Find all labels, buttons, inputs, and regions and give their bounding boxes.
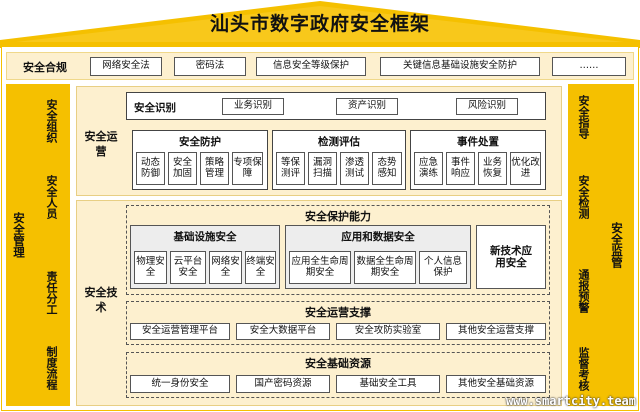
opsupport-item-other: 其他安全运营支撑 <box>446 323 546 340</box>
infra-item-network: 网络安全 <box>209 251 242 284</box>
resources-item-identity: 统一身份安全 <box>130 375 230 393</box>
newtech-box: 新技术应用安全 <box>476 225 546 289</box>
identify-item-asset: 资产识别 <box>336 98 398 115</box>
supervision-item-guidance: 安全指导 <box>577 95 590 139</box>
management-item-org: 安全组织 <box>45 99 58 143</box>
detect-item-3: 渗透测试 <box>340 152 369 185</box>
infra-label: 基础设施安全 <box>173 231 237 243</box>
page-title: 汕头市数字政府安全框架 <box>209 13 430 35</box>
respond-label: 事件处置 <box>457 136 499 148</box>
identify-item-risk: 风险识别 <box>456 98 518 115</box>
protect-item-1: 动态防御 <box>136 152 165 185</box>
opsupport-item-lab: 安全攻防实验室 <box>336 323 440 340</box>
respond-item-1: 应急演练 <box>414 152 443 185</box>
appdata-item-data-lifecycle: 数据全生命周期安全 <box>354 251 416 284</box>
detect-item-2: 漏洞扫描 <box>308 152 337 185</box>
identify-item-business: 业务识别 <box>222 98 284 115</box>
operations-label: 安全运营 <box>84 130 118 158</box>
detect-item-1: 等保测评 <box>276 152 305 185</box>
supervision-item-detection: 安全检测 <box>577 175 590 219</box>
resources-item-tools: 基础安全工具 <box>336 375 440 393</box>
detect-item-4: 态势感知 <box>372 152 402 185</box>
management-item-responsibility: 责任分工 <box>45 271 58 315</box>
respond-item-3: 业务恢复 <box>478 152 507 185</box>
infra-item-terminal: 终端安全 <box>245 251 276 284</box>
opsupport-label: 安全运营支撑 <box>305 306 371 319</box>
watermark: www.smartcity.team <box>505 394 636 408</box>
compliance-item-cryptography-law: 密码法 <box>174 57 246 76</box>
supervision-item-warning: 通报预警 <box>577 269 590 313</box>
respond-item-4: 优化改进 <box>510 152 541 185</box>
appdata-label: 应用和数据安全 <box>341 231 415 243</box>
management-item-process: 制度流程 <box>45 346 58 390</box>
compliance-item-ciip: 关键信息基础设施安全防护 <box>380 57 540 76</box>
opsupport-item-platform: 安全运营管理平台 <box>130 323 230 340</box>
compliance-item-cybersecurity-law: 网络安全法 <box>90 57 162 76</box>
protect-item-3: 策略管理 <box>200 152 229 185</box>
infra-item-cloud: 云平台安全 <box>170 251 206 284</box>
supervision-column <box>568 84 634 406</box>
technology-label: 安全技术 <box>84 286 118 314</box>
management-label: 安全管理 <box>12 212 26 258</box>
protect-item-4: 专项保障 <box>232 152 263 185</box>
identify-label: 安全识别 <box>134 102 176 114</box>
respond-item-2: 事件响应 <box>446 152 475 185</box>
supervision-item-assessment: 监督考核 <box>577 347 590 391</box>
roof-banner <box>0 1 640 48</box>
capability-label: 安全保护能力 <box>305 210 371 223</box>
detect-label: 检测评估 <box>318 136 360 148</box>
resources-item-crypto: 国产密码资源 <box>236 375 330 393</box>
infra-item-physical: 物理安全 <box>134 251 167 284</box>
compliance-item-mlps: 信息安全等级保护 <box>256 57 366 76</box>
appdata-item-app-lifecycle: 应用全生命周期安全 <box>289 251 351 284</box>
opsupport-item-bigdata: 安全大数据平台 <box>236 323 330 340</box>
compliance-label: 安全合规 <box>23 61 67 74</box>
management-item-personnel: 安全人员 <box>45 175 58 219</box>
protect-item-2: 安全加固 <box>168 152 197 185</box>
protect-label: 安全防护 <box>179 136 221 148</box>
resources-label: 安全基础资源 <box>305 357 371 370</box>
supervision-label: 安全监管 <box>610 222 624 268</box>
appdata-item-privacy: 个人信息保护 <box>419 251 467 284</box>
management-column <box>6 84 70 406</box>
compliance-item-more: …… <box>552 57 626 76</box>
resources-item-other: 其他安全基础资源 <box>446 375 546 393</box>
